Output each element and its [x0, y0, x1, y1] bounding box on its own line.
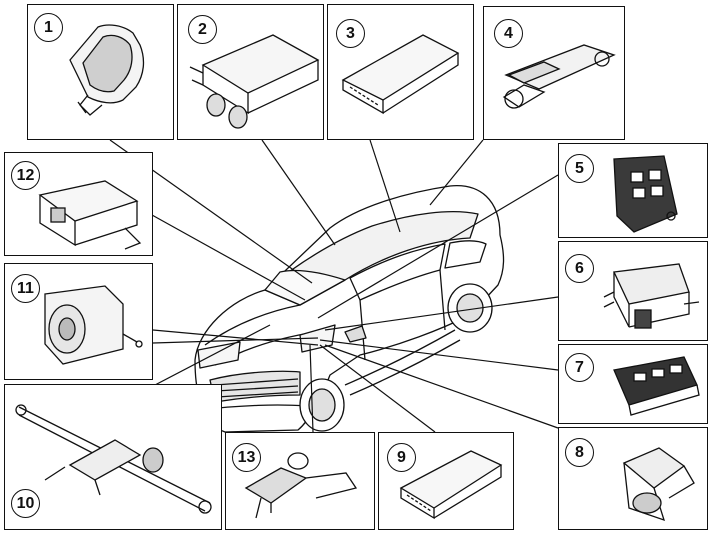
panel-13: 13: [225, 432, 375, 530]
leader-lines: [109, 139, 559, 433]
control-module-icon: [341, 34, 460, 115]
panel-10: 10: [4, 384, 222, 530]
window-switch-panel-icon: [613, 356, 700, 416]
callout-9: 9: [387, 443, 416, 472]
callout-13: 13: [232, 443, 261, 472]
switch-assembly-icon: [603, 263, 700, 329]
callout-6: 6: [565, 254, 594, 283]
wiper-linkage-icon: [15, 404, 212, 514]
sensor-module-icon: [69, 24, 145, 116]
panel-9: 9: [378, 432, 514, 530]
panel-2: 2: [177, 4, 324, 140]
steering-switch-icon: [613, 155, 678, 233]
panel-3: 3: [327, 4, 474, 140]
battery-terminal-icon: [244, 452, 358, 519]
callout-11: 11: [11, 274, 40, 303]
panel-12: 12: [4, 152, 153, 256]
control-unit-connectors-icon: [189, 34, 320, 129]
control-unit-bracket-icon: [38, 180, 142, 250]
panel-6: 6: [558, 241, 708, 341]
panel-8: 8: [558, 427, 708, 530]
callout-2: 2: [188, 15, 217, 44]
callout-12: 12: [11, 161, 40, 190]
panel-7: 7: [558, 344, 708, 424]
siren-icon: [44, 285, 143, 365]
car-illustration: [194, 185, 505, 433]
lock-actuator-icon: [622, 447, 695, 522]
callout-7: 7: [565, 353, 594, 382]
panel-5: 5: [558, 143, 708, 238]
callout-1: 1: [34, 13, 63, 42]
callout-8: 8: [565, 438, 594, 467]
panel-11: 11: [4, 263, 153, 380]
callout-10: 10: [11, 489, 40, 518]
control-module-icon-2: [399, 450, 503, 520]
callout-5: 5: [565, 154, 594, 183]
panel-4: 4: [483, 6, 625, 140]
callout-4: 4: [494, 19, 523, 48]
impact-sensor-bracket-icon: [502, 44, 616, 109]
callout-3: 3: [336, 19, 365, 48]
panel-1: 1: [27, 4, 174, 140]
